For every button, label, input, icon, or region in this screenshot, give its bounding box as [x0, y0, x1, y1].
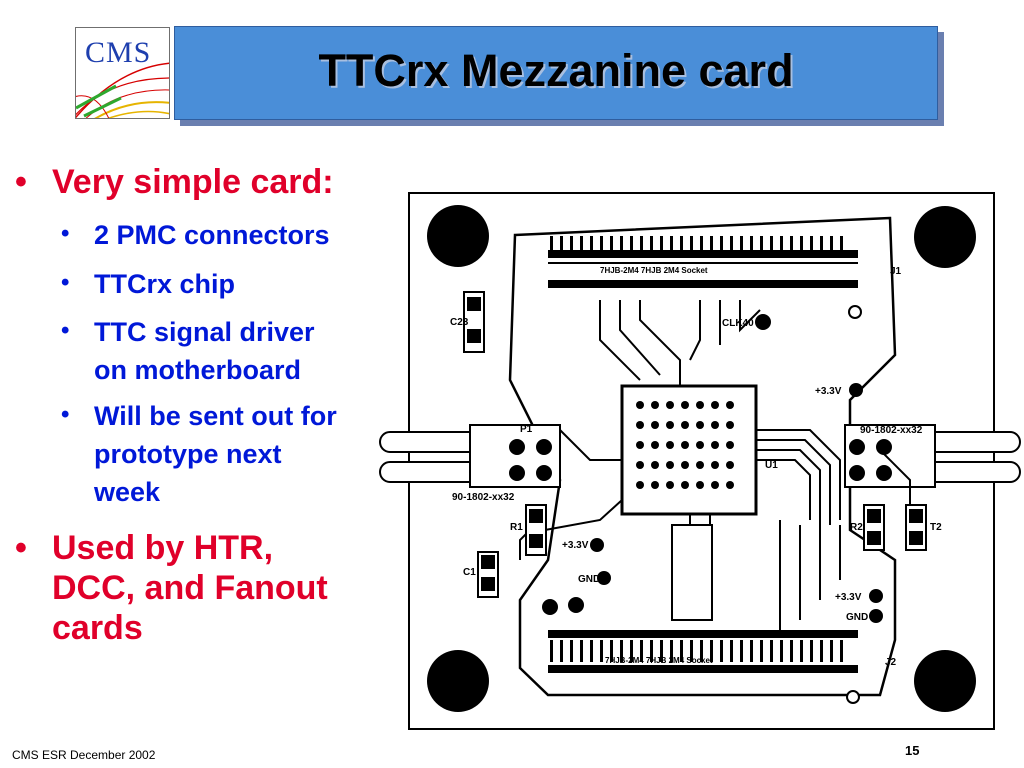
pin-rows [550, 236, 843, 662]
bullet-text: 2 PMC connectors [94, 220, 330, 250]
label-p1: P1 [520, 424, 533, 435]
label-3v3-a: +3.3V [815, 386, 842, 397]
sub-bullet-prototype: • Will be sent out for prototype next we… [61, 397, 337, 511]
bullet-dot: • [15, 529, 27, 567]
title-bar: TTCrx Mezzanine card [174, 26, 938, 120]
left-cable [379, 424, 561, 488]
bullet-used-by: • Used by HTR, DCC, and Fanout cards [15, 528, 328, 648]
bullet-line: week [94, 477, 161, 507]
sub-bullet-ttc-signal-driver: • TTC signal driver on motherboard [61, 313, 315, 389]
mounting-hole-bottom-left [427, 650, 489, 712]
label-connector-bottom: 7HJB-2M4 7HJB 2M4 Socket [605, 656, 713, 665]
slide-title: TTCrx Mezzanine card [318, 45, 794, 96]
bullet-dot: • [61, 220, 70, 247]
components [463, 291, 927, 621]
label-j2: J2 [885, 657, 897, 668]
bullet-line: cards [52, 609, 143, 647]
bullet-line: Will be sent out for [94, 401, 337, 431]
label-connector-top: 7HJB-2M4 7HJB 2M4 Socket [600, 266, 708, 275]
label-r2: R2 [850, 522, 863, 533]
connector-j2 [548, 630, 858, 673]
bullet-dot: • [15, 163, 27, 201]
bullet-text: TTCrx chip [94, 269, 236, 299]
bullet-line: Used by HTR, [52, 529, 274, 567]
footer-text: CMS ESR December 2002 [12, 748, 156, 762]
label-c23: C23 [450, 317, 469, 328]
bullet-list: • Very simple card: • 2 PMC connectors •… [0, 0, 410, 700]
label-part-right: 90-1802-xx32 [860, 425, 923, 436]
bullet-dot: • [61, 317, 70, 344]
mounting-hole-top-left [427, 205, 489, 267]
bullet-line: DCC, and Fanout [52, 569, 328, 607]
label-gnd-b: GND [846, 612, 868, 623]
bullet-text: Very simple card: [52, 163, 334, 201]
page-number: 15 [905, 743, 920, 758]
bullet-line: on motherboard [94, 355, 301, 385]
sub-bullet-ttcrx-chip: • TTCrx chip [61, 265, 236, 303]
bullet-line: prototype next [94, 439, 282, 469]
label-j1: J1 [890, 266, 902, 277]
corner-marks [846, 305, 862, 704]
mounting-hole-bottom-right [914, 650, 976, 712]
label-r1: R1 [510, 522, 523, 533]
cms-logo-graphic [76, 62, 169, 118]
chip-pads [636, 401, 734, 489]
cms-logo-text: CMS [85, 36, 152, 69]
label-c1: C1 [463, 567, 476, 578]
label-gnd-a: GND [578, 574, 600, 585]
bullet-very-simple-card: • Very simple card: [15, 162, 334, 202]
label-u1: U1 [765, 460, 778, 471]
board-outline [508, 216, 897, 697]
connector-j1 [548, 250, 858, 288]
label-t2: T2 [930, 522, 942, 533]
label-3v3-b: +3.3V [562, 540, 589, 551]
cms-logo: CMS [75, 27, 170, 119]
right-cable [844, 424, 1021, 488]
sub-bullet-pmc-connectors: • 2 PMC connectors [61, 216, 330, 254]
bullet-line: TTC signal driver [94, 317, 315, 347]
bullet-dot: • [61, 401, 70, 428]
label-clk40: CLK40 [722, 318, 754, 329]
test-points [542, 314, 883, 623]
label-3v3-c: +3.3V [835, 592, 862, 603]
bullet-dot: • [61, 269, 70, 296]
mounting-hole-top-right [914, 206, 976, 268]
label-part-left: 90-1802-xx32 [452, 492, 515, 503]
